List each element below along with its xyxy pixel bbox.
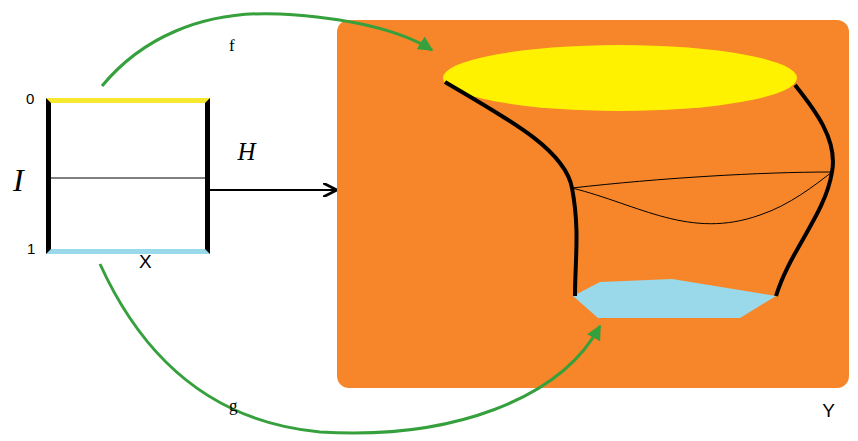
interval-label: 1	[27, 240, 35, 257]
cylinder-square: X	[46, 98, 210, 254]
image-of-f	[443, 45, 797, 111]
space-region	[337, 20, 849, 388]
interval-label: 0	[26, 90, 34, 107]
mid-slice	[48, 178, 207, 179]
target-space: Y	[337, 20, 849, 388]
space-name: Y	[822, 400, 835, 422]
homotopy-track	[445, 82, 577, 296]
map-name: g	[229, 396, 238, 416]
image-of-g	[573, 279, 776, 318]
space-name: X	[139, 251, 152, 273]
map-arrow	[102, 14, 432, 86]
slice-image	[572, 172, 832, 224]
map-arrow	[100, 264, 600, 433]
slice-image	[572, 172, 832, 188]
map-name: H	[238, 138, 256, 166]
map-name: f	[229, 36, 235, 56]
homotopy-track	[776, 85, 833, 296]
interval-label: I	[13, 162, 24, 199]
map-arrow	[210, 189, 337, 191]
